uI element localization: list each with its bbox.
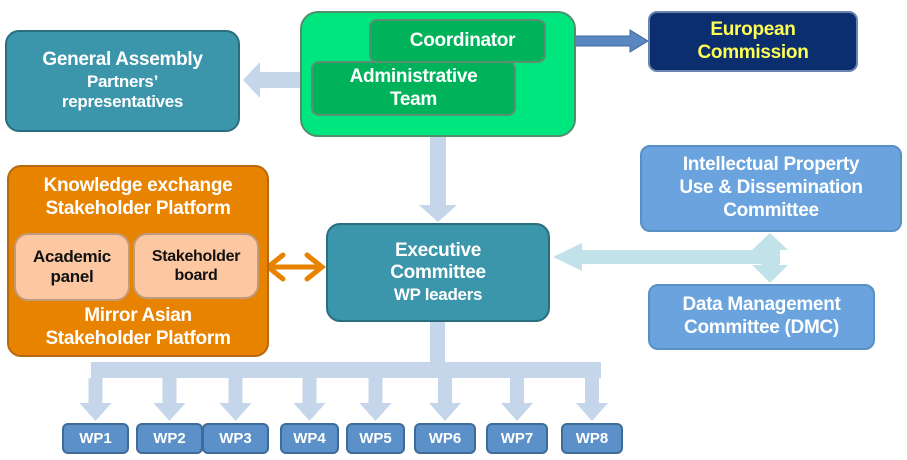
academic-panel-box: Academic panel	[14, 233, 130, 301]
administrative-team-box: Administrative Team	[311, 61, 516, 116]
executive-committee-line1: Executive	[394, 239, 482, 261]
arrow-to-wp2	[153, 378, 186, 421]
knowledge-exchange-line2: Stakeholder Platform	[45, 197, 231, 219]
knowledge-exchange-platform-label: Knowledge exchange Stakeholder Platform	[9, 175, 267, 221]
admin-team-line2: Team	[389, 88, 438, 110]
coordinator-label: Coordinator	[409, 29, 516, 51]
arrow-ip-dmc-bidirectional	[752, 233, 788, 283]
arrow-to-wp3	[219, 378, 252, 421]
work-package-2: WP2	[136, 423, 203, 454]
general-assembly-box: General Assembly Partners’ representativ…	[5, 30, 240, 132]
ip-dissemination-committee-box: Intellectual Property Use & Disseminatio…	[640, 145, 902, 232]
european-commission-line2: Commission	[697, 41, 809, 63]
work-package-6: WP6	[414, 423, 476, 454]
academic-panel-line1: Academic	[33, 246, 111, 266]
stakeholder-board-line2: board	[174, 267, 218, 284]
wp-distribution-tree	[91, 322, 601, 378]
executive-committee-line2: Committee	[390, 262, 486, 284]
work-package-7: WP7	[486, 423, 548, 454]
work-package-1: WP1	[62, 423, 129, 454]
mirror-asian-line1: Mirror Asian	[84, 305, 192, 327]
mirror-asian-platform-label: Mirror Asian Stakeholder Platform	[9, 305, 267, 351]
dmc-line1: Data Management	[682, 294, 841, 316]
ip-committee-line3: Committee	[723, 199, 819, 221]
arrow-to-wp8	[576, 378, 608, 421]
european-commission-box: European Commission	[648, 11, 858, 72]
data-management-committee-box: Data Management Committee (DMC)	[648, 284, 875, 350]
work-package-8: WP8	[561, 423, 623, 454]
arrow-to-wp4	[293, 378, 326, 421]
arrow-to-wp7	[501, 378, 533, 421]
mirror-asian-line2: Stakeholder Platform	[45, 328, 231, 350]
stakeholder-board-line1: Stakeholder	[151, 247, 241, 265]
european-commission-line1: European	[710, 18, 796, 40]
general-assembly-title: General Assembly	[42, 49, 203, 71]
executive-committee-line3: WP leaders	[393, 285, 483, 305]
ip-committee-line1: Intellectual Property	[682, 154, 860, 176]
arrow-to-executive-committee	[419, 137, 457, 222]
general-assembly-line2: Partners’	[86, 72, 158, 91]
ip-committee-line2: Use & Dissemination	[679, 177, 863, 199]
academic-panel-line2: panel	[50, 267, 94, 286]
arrow-platform-executive-committee	[263, 252, 327, 282]
arrow-to-general-assembly	[243, 62, 300, 98]
arrow-to-wp6	[429, 378, 461, 421]
stakeholder-board-box: Stakeholder board	[133, 233, 259, 299]
dmc-line2: Committee (DMC)	[684, 317, 839, 338]
knowledge-exchange-line1: Knowledge exchange	[43, 175, 233, 196]
general-assembly-line3: representatives	[61, 92, 184, 112]
work-package-4: WP4	[280, 423, 339, 454]
arrow-committees-to-executive	[553, 243, 780, 271]
admin-team-line1: Administrative	[349, 65, 478, 87]
executive-committee-box: Executive Committee WP leaders	[326, 223, 550, 322]
arrow-to-wp1	[79, 378, 112, 421]
coordinator-box: Coordinator	[369, 19, 546, 63]
work-package-5: WP5	[346, 423, 405, 454]
arrow-to-wp5	[359, 378, 392, 421]
work-package-3: WP3	[202, 423, 269, 454]
